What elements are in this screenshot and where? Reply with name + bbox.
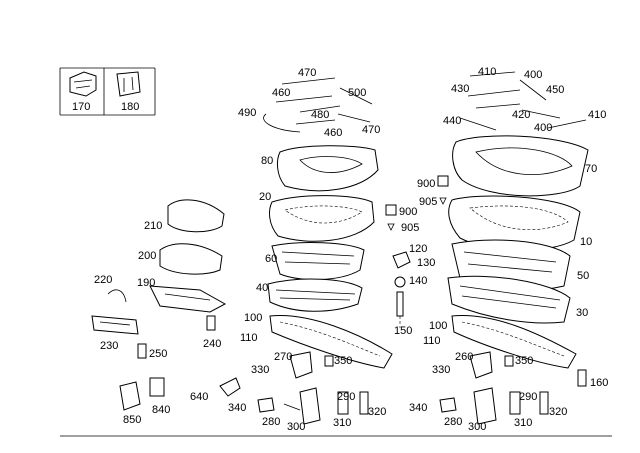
- bolt-240: [206, 315, 216, 331]
- label-400-top: 400: [524, 69, 543, 81]
- label-120: 120: [409, 243, 428, 255]
- label-270: 270: [274, 351, 293, 363]
- label-60: 60: [265, 253, 278, 265]
- label-320-center: 320: [368, 406, 387, 418]
- label-180: 180: [121, 101, 140, 113]
- label-310-center: 310: [333, 417, 352, 429]
- right-clip-900: [437, 175, 449, 205]
- label-300-center: 300: [287, 421, 306, 433]
- label-210: 210: [144, 220, 163, 232]
- inset-box: [59, 67, 156, 116]
- center-mechanism: [219, 351, 369, 425]
- center-parts-120-130-140-150: [392, 251, 411, 328]
- label-450: 450: [546, 84, 565, 96]
- label-320-right: 320: [549, 406, 568, 418]
- label-905-right: 905: [419, 196, 438, 208]
- label-340-right: 340: [409, 402, 428, 414]
- label-850: 850: [123, 414, 142, 426]
- label-240: 240: [203, 338, 222, 350]
- label-290-right: 290: [519, 391, 538, 403]
- label-110-right: 110: [423, 335, 441, 347]
- label-500: 500: [348, 87, 367, 99]
- label-900-right: 900: [417, 178, 436, 190]
- label-30: 30: [576, 307, 589, 319]
- clip-180-drawing: [116, 71, 141, 97]
- label-840: 840: [152, 404, 171, 416]
- bracket-220: [107, 289, 127, 303]
- label-410-top: 410: [478, 66, 497, 78]
- label-330-center: 330: [251, 364, 270, 376]
- center-cushion-20: [269, 195, 375, 242]
- side-bolster-210: [167, 199, 225, 233]
- label-350-center: 350: [334, 355, 353, 367]
- bolt-250: [137, 343, 147, 359]
- right-frame-100: [451, 315, 577, 369]
- label-100-center: 100: [244, 312, 263, 324]
- label-420: 420: [512, 109, 531, 121]
- label-470-bottom: 470: [362, 124, 381, 136]
- label-430: 430: [451, 83, 470, 95]
- label-230: 230: [100, 340, 119, 352]
- label-310-right: 310: [514, 417, 533, 429]
- label-490: 490: [238, 107, 257, 119]
- label-470-top: 470: [298, 67, 317, 79]
- right-cushion-70: [452, 135, 589, 197]
- label-200: 200: [138, 250, 157, 262]
- label-190: 190: [137, 277, 156, 289]
- label-330-right: 330: [432, 364, 451, 376]
- label-480: 480: [311, 109, 330, 121]
- label-280-center: 280: [262, 416, 281, 428]
- label-900-center: 900: [399, 206, 418, 218]
- side-bolster-200: [159, 243, 223, 275]
- label-340-center: 340: [228, 402, 247, 414]
- label-170: 170: [72, 101, 91, 113]
- label-40: 40: [256, 282, 269, 294]
- label-410-bottom: 410: [588, 109, 607, 121]
- label-160: 160: [590, 377, 609, 389]
- label-300-right: 300: [468, 421, 487, 433]
- label-905-center: 905: [401, 222, 420, 234]
- label-290-center: 290: [337, 391, 356, 403]
- label-640: 640: [190, 391, 209, 403]
- bracket-190: [149, 285, 227, 313]
- plate-230: [91, 315, 139, 335]
- label-250: 250: [149, 348, 168, 360]
- center-frame-100: [269, 315, 393, 369]
- label-130: 130: [417, 257, 436, 269]
- label-400-bottom: 400: [534, 122, 553, 134]
- label-10: 10: [580, 236, 593, 248]
- label-100-right: 100: [429, 320, 448, 332]
- label-50: 50: [577, 270, 590, 282]
- label-20: 20: [259, 191, 272, 203]
- label-70: 70: [585, 163, 598, 175]
- part-850-840: [119, 377, 165, 411]
- label-140: 140: [409, 275, 428, 287]
- clip-170-drawing: [69, 71, 97, 97]
- right-wires: [459, 71, 587, 131]
- center-clip-900: [385, 204, 397, 231]
- label-460-bottom: 460: [324, 127, 343, 139]
- label-440: 440: [443, 115, 462, 127]
- label-220: 220: [94, 274, 113, 286]
- center-wires: [263, 77, 373, 133]
- label-280-right: 280: [444, 416, 463, 428]
- center-pan-40: [267, 278, 363, 312]
- label-260: 260: [455, 351, 474, 363]
- label-80: 80: [261, 155, 274, 167]
- right-mechanism: [439, 351, 587, 425]
- label-110-center: 110: [240, 332, 258, 344]
- label-460-top: 460: [272, 87, 291, 99]
- center-pad-60: [271, 242, 365, 281]
- label-350-right: 350: [515, 355, 534, 367]
- label-150: 150: [394, 325, 413, 337]
- right-pan-30: [447, 275, 571, 324]
- center-cushion-80: [276, 145, 379, 192]
